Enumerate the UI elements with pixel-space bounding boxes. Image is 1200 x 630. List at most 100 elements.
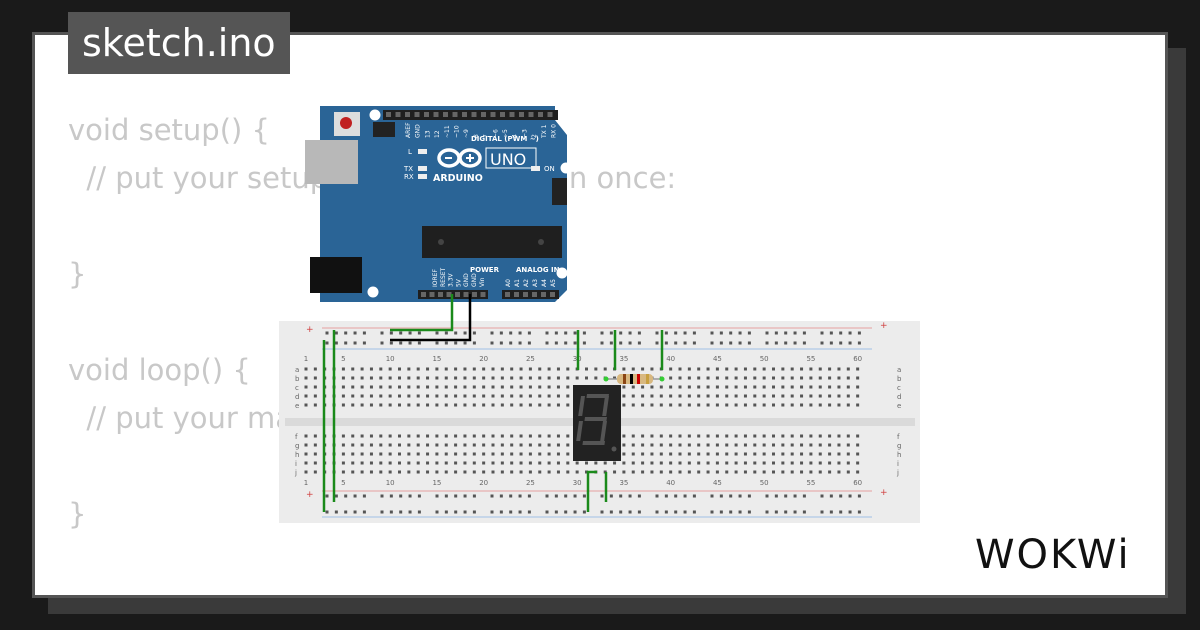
rail-hole[interactable] bbox=[417, 341, 421, 345]
breadboard-hole[interactable] bbox=[753, 443, 757, 447]
rail-hole[interactable] bbox=[747, 331, 751, 335]
breadboard-hole[interactable] bbox=[659, 452, 663, 456]
breadboard-hole[interactable] bbox=[369, 434, 373, 438]
breadboard-hole[interactable] bbox=[697, 367, 701, 371]
breadboard-hole[interactable] bbox=[697, 394, 701, 398]
breadboard-hole[interactable] bbox=[341, 470, 345, 474]
breadboard-hole[interactable] bbox=[846, 376, 850, 380]
breadboard-hole[interactable] bbox=[659, 434, 663, 438]
breadboard-hole[interactable] bbox=[351, 376, 355, 380]
breadboard-hole[interactable] bbox=[463, 376, 467, 380]
rail-hole[interactable] bbox=[435, 341, 439, 345]
breadboard-hole[interactable] bbox=[818, 470, 822, 474]
breadboard-hole[interactable] bbox=[706, 394, 710, 398]
rail-hole[interactable] bbox=[802, 510, 806, 514]
breadboard-hole[interactable] bbox=[351, 434, 355, 438]
pin-hole[interactable] bbox=[446, 292, 452, 297]
breadboard-hole[interactable] bbox=[538, 385, 542, 389]
breadboard-hole[interactable] bbox=[566, 403, 570, 407]
breadboard-hole[interactable] bbox=[547, 403, 551, 407]
rail-hole[interactable] bbox=[674, 331, 678, 335]
breadboard-hole[interactable] bbox=[547, 376, 551, 380]
breadboard-hole[interactable] bbox=[388, 434, 392, 438]
breadboard-hole[interactable] bbox=[416, 376, 420, 380]
rail-hole[interactable] bbox=[637, 331, 641, 335]
rail-hole[interactable] bbox=[554, 510, 558, 514]
breadboard-hole[interactable] bbox=[379, 385, 383, 389]
breadboard-hole[interactable] bbox=[510, 385, 514, 389]
breadboard-hole[interactable] bbox=[715, 403, 719, 407]
breadboard-hole[interactable] bbox=[678, 434, 682, 438]
breadboard-hole[interactable] bbox=[753, 461, 757, 465]
breadboard-hole[interactable] bbox=[566, 385, 570, 389]
breadboard-hole[interactable] bbox=[725, 470, 729, 474]
breadboard-hole[interactable] bbox=[641, 434, 645, 438]
breadboard-hole[interactable] bbox=[753, 385, 757, 389]
rail-hole[interactable] bbox=[454, 341, 458, 345]
rail-hole[interactable] bbox=[582, 341, 586, 345]
breadboard-hole[interactable] bbox=[369, 443, 373, 447]
breadboard-hole[interactable] bbox=[809, 385, 813, 389]
breadboard-hole[interactable] bbox=[388, 403, 392, 407]
breadboard-hole[interactable] bbox=[641, 452, 645, 456]
rail-hole[interactable] bbox=[380, 341, 384, 345]
breadboard-hole[interactable] bbox=[463, 443, 467, 447]
breadboard-hole[interactable] bbox=[463, 434, 467, 438]
breadboard-hole[interactable] bbox=[734, 385, 738, 389]
breadboard-hole[interactable] bbox=[435, 367, 439, 371]
breadboard-hole[interactable] bbox=[846, 452, 850, 456]
rail-hole[interactable] bbox=[509, 341, 513, 345]
breadboard-hole[interactable] bbox=[622, 452, 626, 456]
breadboard-hole[interactable] bbox=[734, 367, 738, 371]
rail-hole[interactable] bbox=[683, 331, 687, 335]
breadboard-hole[interactable] bbox=[398, 434, 401, 438]
rail-hole[interactable] bbox=[389, 341, 393, 345]
breadboard-hole[interactable] bbox=[800, 434, 804, 438]
rail-hole[interactable] bbox=[600, 494, 604, 498]
breadboard-hole[interactable] bbox=[426, 461, 430, 465]
pin-hole[interactable] bbox=[395, 112, 401, 117]
breadboard-hole[interactable] bbox=[379, 452, 383, 456]
breadboard-hole[interactable] bbox=[697, 403, 701, 407]
breadboard-hole[interactable] bbox=[762, 434, 766, 438]
breadboard-hole[interactable] bbox=[538, 434, 542, 438]
breadboard-hole[interactable] bbox=[781, 434, 785, 438]
breadboard-hole[interactable] bbox=[846, 367, 850, 371]
breadboard-hole[interactable] bbox=[519, 461, 523, 465]
rail-hole[interactable] bbox=[325, 494, 329, 498]
breadboard-hole[interactable] bbox=[416, 443, 420, 447]
breadboard-hole[interactable] bbox=[398, 394, 401, 398]
breadboard-hole[interactable] bbox=[772, 470, 775, 474]
breadboard-hole[interactable] bbox=[398, 452, 401, 456]
breadboard-hole[interactable] bbox=[500, 394, 504, 398]
rail-hole[interactable] bbox=[490, 331, 494, 335]
rail-hole[interactable] bbox=[334, 494, 338, 498]
breadboard-hole[interactable] bbox=[444, 403, 448, 407]
breadboard-hole[interactable] bbox=[809, 434, 813, 438]
breadboard-hole[interactable] bbox=[388, 461, 392, 465]
breadboard-hole[interactable] bbox=[407, 461, 411, 465]
breadboard-hole[interactable] bbox=[697, 385, 701, 389]
rail-hole[interactable] bbox=[490, 510, 494, 514]
breadboard-hole[interactable] bbox=[360, 376, 364, 380]
breadboard-hole[interactable] bbox=[725, 461, 729, 465]
rail-hole[interactable] bbox=[545, 510, 549, 514]
breadboard-hole[interactable] bbox=[594, 376, 598, 380]
pin-hole[interactable] bbox=[443, 112, 448, 117]
resistor[interactable] bbox=[603, 374, 665, 384]
breadboard-hole[interactable] bbox=[416, 403, 420, 407]
breadboard-hole[interactable] bbox=[762, 394, 766, 398]
breadboard-hole[interactable] bbox=[304, 434, 308, 438]
rail-hole[interactable] bbox=[490, 494, 494, 498]
rail-hole[interactable] bbox=[472, 494, 476, 498]
rail-hole[interactable] bbox=[573, 510, 577, 514]
breadboard-hole[interactable] bbox=[482, 385, 486, 389]
breadboard-hole[interactable] bbox=[734, 376, 738, 380]
breadboard-hole[interactable] bbox=[856, 376, 860, 380]
breadboard-hole[interactable] bbox=[687, 385, 691, 389]
pin-hole[interactable] bbox=[547, 112, 553, 117]
rail-hole[interactable] bbox=[609, 331, 613, 335]
breadboard-hole[interactable] bbox=[313, 443, 317, 447]
pin-hole[interactable] bbox=[463, 292, 469, 297]
breadboard-hole[interactable] bbox=[734, 394, 738, 398]
